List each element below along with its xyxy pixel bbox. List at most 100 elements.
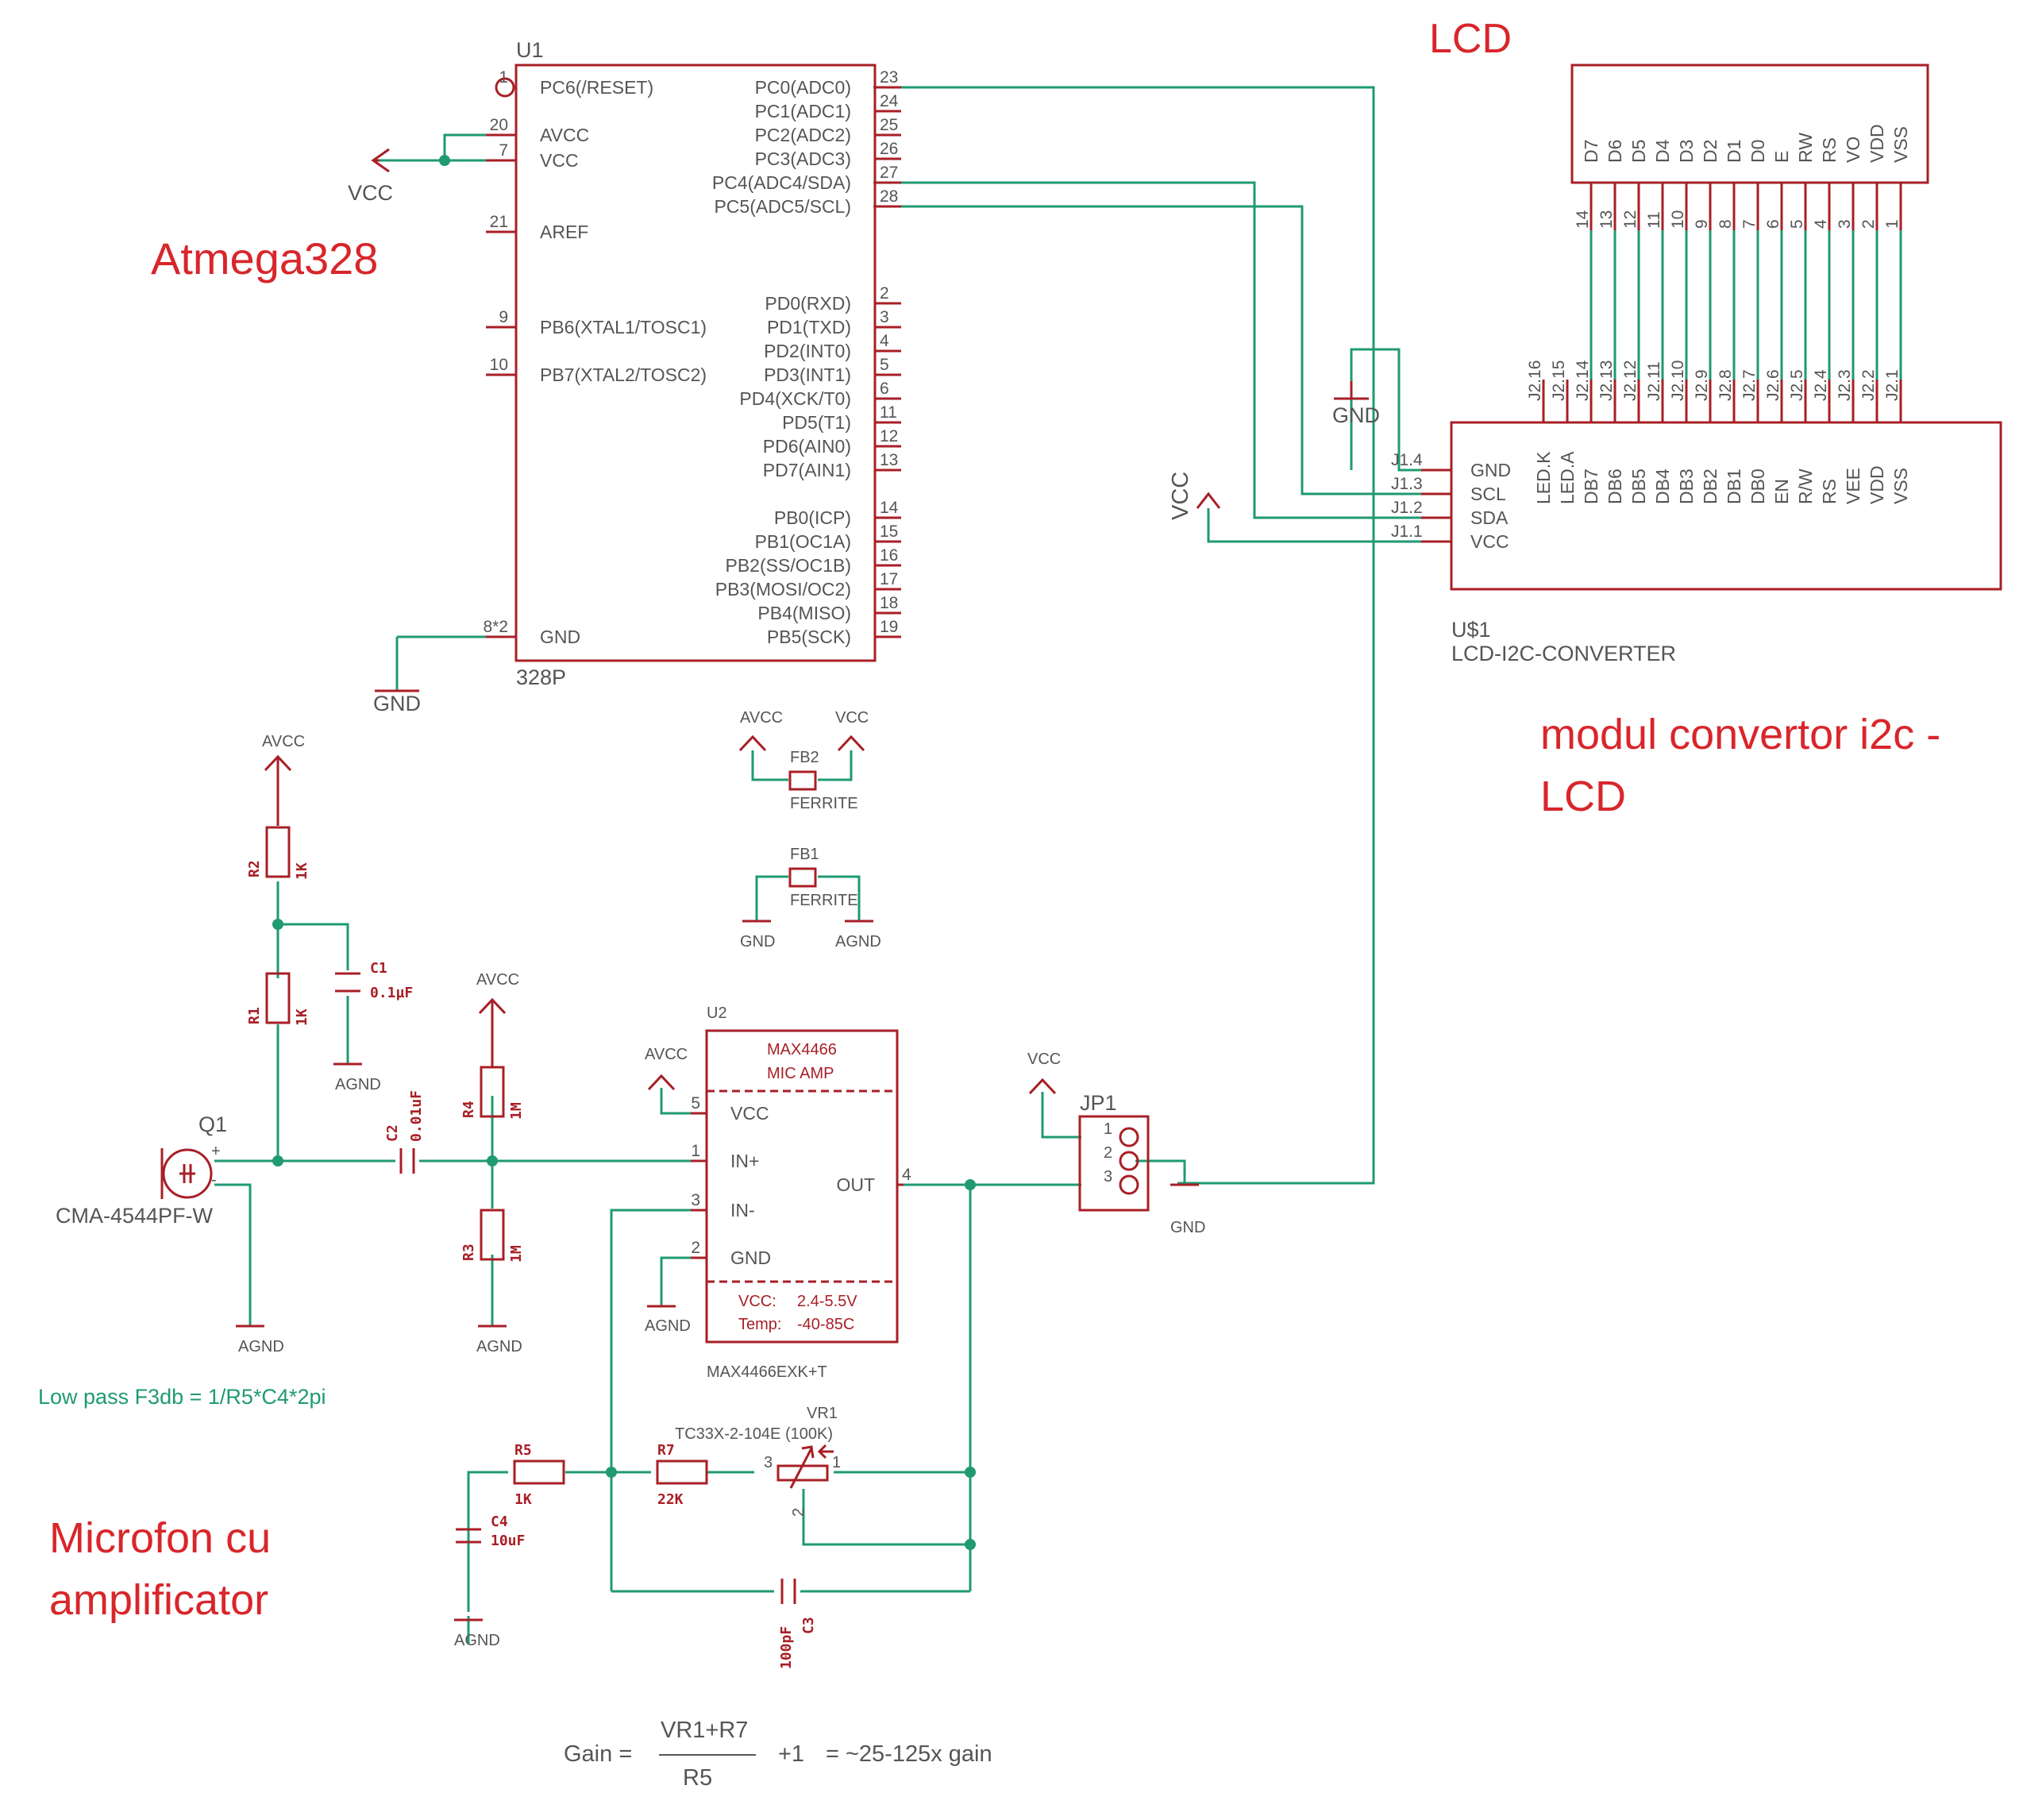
u1-pin-label: PC4(ADC4/SDA)	[712, 172, 851, 193]
agnd-label: AGND	[454, 1632, 500, 1649]
converter-pin-label: DB5	[1628, 468, 1649, 504]
u1-pin-label: PC5(ADC5/SCL)	[714, 196, 851, 217]
vcc-label: VCC	[1027, 1051, 1061, 1068]
converter-pin-number: J2.13	[1597, 361, 1616, 401]
r7-name: R7	[657, 1442, 675, 1459]
converter-pin-number: J2.12	[1621, 361, 1640, 401]
junction	[965, 1539, 976, 1550]
r5-resistor: R5 1K	[513, 1442, 565, 1508]
vcc-arrow-icon	[1028, 1078, 1057, 1095]
jp1-body	[1078, 1115, 1150, 1212]
lcd-pin-number: 14	[1574, 210, 1592, 229]
avcc-label: AVCC	[645, 1046, 688, 1063]
jp1-pin3: 3	[1104, 1168, 1112, 1186]
wire-jp1-gnd	[1135, 1159, 1186, 1183]
u2-max4466: U2 MAX4466 MIC AMP VCC: 2.4-5.5V Temp: -…	[691, 1004, 911, 1381]
r2-value: 1K	[294, 862, 310, 880]
junction	[606, 1467, 617, 1478]
gnd-label: GND	[1170, 1219, 1205, 1236]
u1-pin-label: PB6(XTAL1/TOSC1)	[540, 317, 707, 337]
u1-pin-number: 15	[880, 522, 898, 541]
u1-pin-number: 5	[880, 356, 889, 374]
u1-pin-number: 3	[880, 308, 889, 326]
gnd-label: GND	[740, 933, 775, 950]
vcc-arrow-icon	[837, 735, 865, 752]
u2-title1: MAX4466	[767, 1041, 837, 1058]
gnd-symbol-converter: GND	[1332, 381, 1380, 427]
u1-pin-label: PD2(INT0)	[764, 341, 851, 361]
agnd-label: AGND	[835, 933, 881, 950]
converter-pin-number: J1.1	[1391, 522, 1423, 541]
converter-pin-label: SCL	[1470, 484, 1506, 504]
lcd-pin-number: 2	[1859, 219, 1878, 229]
junctions	[272, 155, 976, 1550]
u1-pin-label: PC1(ADC1)	[755, 101, 851, 121]
wire-vr1-wiper	[802, 1489, 970, 1546]
u2-title2: MIC AMP	[767, 1065, 834, 1082]
q1-name: Q1	[198, 1112, 227, 1136]
q1-plus: +	[211, 1143, 221, 1160]
converter-pin-number: J2.8	[1717, 369, 1735, 401]
gnd-label: GND	[373, 692, 421, 715]
r1-name: R1	[246, 1007, 263, 1024]
u1-pin-number: 2	[880, 284, 889, 303]
converter-pin-label: DB2	[1700, 468, 1721, 504]
lcd-pin-label: D5	[1628, 140, 1649, 163]
lcd-pin-label: D7	[1581, 140, 1601, 163]
avcc-symbol-r2: AVCC	[262, 733, 305, 826]
jp1-name: JP1	[1080, 1091, 1117, 1115]
u1-pin-label: PD1(TXD)	[767, 317, 851, 337]
vr1-body	[776, 1464, 829, 1482]
converter-pin-label: VSS	[1890, 468, 1911, 504]
agnd-label: AGND	[476, 1338, 522, 1355]
converter-pin-number: J2.10	[1669, 361, 1687, 401]
r3-resistor: R3 1M AGND	[460, 1209, 525, 1355]
fb1-ferrite: FB1 FERRITE GND AGND	[740, 846, 881, 950]
u2-pin-label: IN+	[730, 1151, 759, 1171]
c2-capacitor: C2 0.01uF	[384, 1090, 425, 1174]
u1-pin-label: AVCC	[540, 125, 589, 145]
c2-value: 0.01uF	[408, 1090, 425, 1142]
u1-pin-number: 16	[880, 546, 898, 565]
u1-pin-label: PD3(INT1)	[764, 364, 851, 385]
lcd-pin-number: 13	[1597, 210, 1616, 229]
wire-u2-gnd	[660, 1256, 691, 1306]
vr1-name: VR1	[807, 1405, 838, 1422]
converter-pin-number: J1.2	[1391, 499, 1423, 517]
agnd-label: AGND	[335, 1076, 381, 1093]
lcd-pin-number: 4	[1812, 219, 1830, 229]
r4-resistor: R4 1M	[460, 1066, 525, 1120]
converter-pin-label: VCC	[1470, 531, 1509, 552]
u1-pin-label: PD0(RXD)	[765, 293, 851, 314]
wire-lcd-bus	[1590, 214, 1902, 380]
r2-name: R2	[246, 860, 263, 877]
avcc-arrow-icon	[264, 754, 292, 772]
lcd-pin-number: 9	[1693, 219, 1711, 229]
c4-capacitor: C4 10uF AGND	[454, 1513, 525, 1649]
c2-name: C2	[384, 1124, 401, 1142]
u1-reset-bubble	[495, 77, 515, 98]
u1-pin-number: 10	[490, 356, 508, 374]
gain-formula: Gain = VR1+R7 R5 +1 = ~25-125x gain	[564, 1718, 992, 1791]
converter-top-pins: J2.16LED.KJ2.15LED.AJ2.14DB7J2.13DB6J2.1…	[1526, 360, 1911, 504]
wire-scl	[873, 205, 1421, 495]
converter-pin-number: J2.4	[1812, 369, 1830, 401]
converter-pin-number: J1.3	[1391, 475, 1423, 493]
fb2-name: FB2	[790, 749, 819, 766]
agnd-label: AGND	[238, 1338, 284, 1355]
converter-pin-number: J1.4	[1391, 451, 1423, 469]
u1-pin-number: 14	[880, 499, 899, 517]
r7-resistor: R7 22K	[656, 1442, 708, 1508]
wire-sda	[873, 181, 1421, 519]
converter-pin-number: J2.3	[1836, 369, 1854, 401]
u1-pin-label: PD6(AIN0)	[763, 436, 851, 457]
vr1-pin1: 1	[832, 1454, 841, 1471]
lcd-pin-number: 12	[1621, 210, 1640, 229]
avcc-symbol-r4: AVCC	[476, 971, 519, 1067]
r7-value: 22K	[657, 1491, 684, 1508]
lcd-pin-label: RW	[1795, 133, 1816, 163]
wire-c1	[278, 923, 349, 1064]
microphone-icon	[162, 1148, 213, 1199]
u2-spec1-value: 2.4-5.5V	[797, 1293, 857, 1310]
